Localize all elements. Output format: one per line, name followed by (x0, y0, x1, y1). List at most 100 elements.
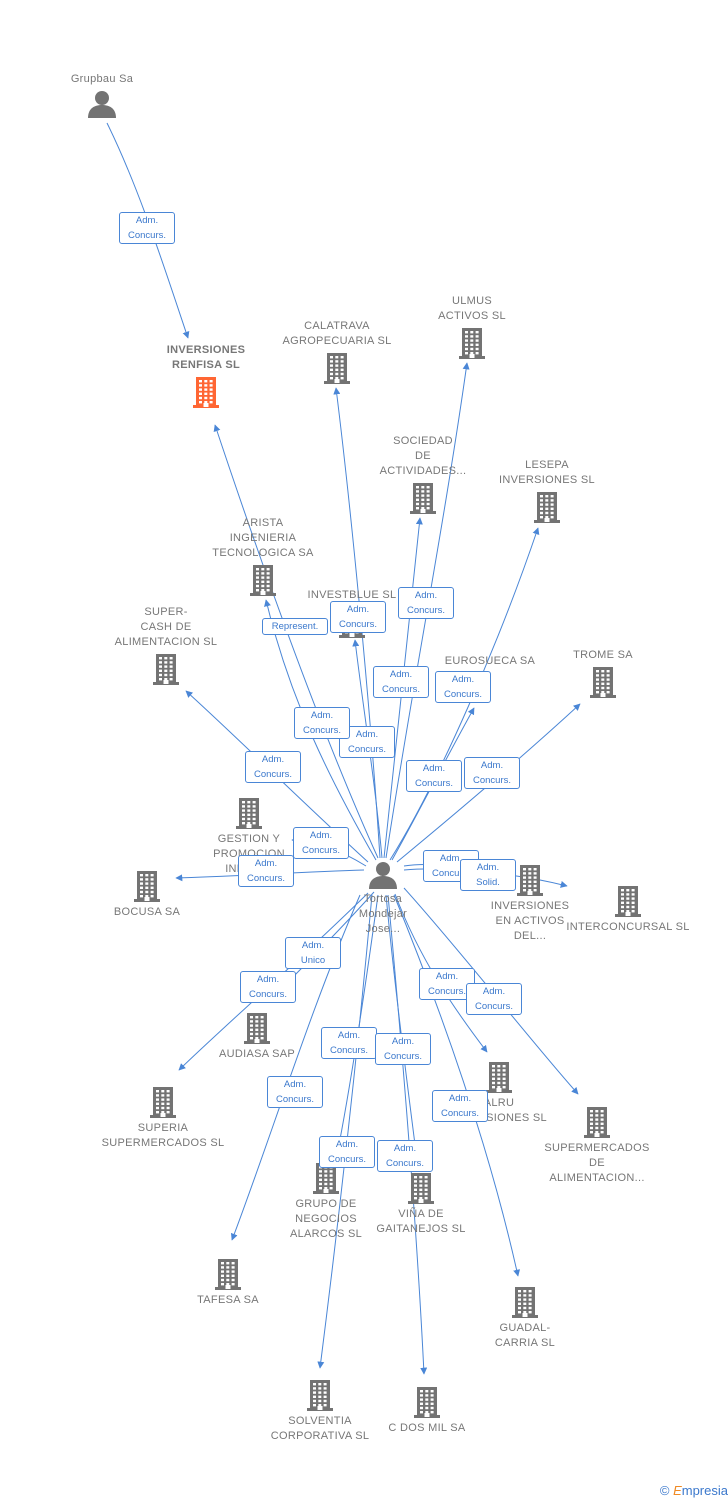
copyright-symbol: © (659, 1483, 670, 1498)
node-label: SUPERMERCADOS DE ALIMENTACION... (544, 1142, 650, 1184)
edge-label[interactable]: Adm. Concurs. (267, 1076, 323, 1108)
edge-label[interactable]: Adm. Unico (285, 937, 341, 969)
edge-label[interactable]: Adm. Concurs. (245, 751, 301, 783)
edge-label[interactable]: Adm. Concurs. (240, 971, 296, 1003)
company-node-eurosueca[interactable]: EUROSUECA SA (415, 654, 565, 705)
edge-label[interactable]: Adm. Concurs. (119, 212, 175, 244)
building-icon (517, 865, 543, 896)
building-icon (307, 1380, 333, 1411)
person-icon (369, 862, 397, 889)
company-node-audiasa[interactable]: AUDIASA SAP (182, 1011, 332, 1062)
building-icon (313, 1163, 339, 1194)
building-icon (153, 654, 179, 685)
building-icon (150, 1087, 176, 1118)
person-node-tortosa[interactable]: Tortosa Mondejar Jose... (308, 860, 458, 937)
node-label: EUROSUECA SA (444, 655, 536, 667)
node-label: ARISTA INGENIERIA TECNOLOGICA SA (212, 517, 314, 559)
edge-label[interactable]: Adm. Concurs. (466, 983, 522, 1015)
company-node-super[interactable]: SUPER- CASH DE ALIMENTACION SL (91, 605, 241, 686)
building-icon (590, 667, 616, 698)
company-node-lesepa[interactable]: LESEPA INVERSIONES SL (472, 458, 622, 524)
building-icon (512, 1287, 538, 1318)
edge-label[interactable]: Adm. Concurs. (464, 757, 520, 789)
building-icon (486, 1062, 512, 1093)
company-node-invactivos[interactable]: INVERSIONES EN ACTIVOS DEL... (455, 863, 605, 944)
node-label: INTERCONCURSAL SL (566, 921, 690, 933)
building-icon (324, 353, 350, 384)
edge-label[interactable]: Adm. Concurs. (435, 671, 491, 703)
company-node-tafesa[interactable]: TAFESA SA (153, 1257, 303, 1308)
company-node-sociedad[interactable]: SOCIEDAD DE ACTIVIDADES... (348, 434, 498, 515)
node-label: GUADAL- CARRIA SL (494, 1322, 556, 1349)
node-label: INVERSIONES EN ACTIVOS DEL... (490, 900, 570, 942)
building-icon (244, 1013, 270, 1044)
node-label: SUPERIA SUPERMERCADOS SL (101, 1122, 225, 1149)
person-icon (88, 91, 116, 118)
edge-label[interactable]: Adm. Concurs. (375, 1033, 431, 1065)
company-node-trome[interactable]: TROME SA (528, 648, 678, 699)
node-label: SOLVENTIA CORPORATIVA SL (270, 1415, 370, 1442)
node-label: BOCUSA SA (113, 906, 181, 918)
building-icon (215, 1259, 241, 1290)
edge-label[interactable]: Adm. Concurs. (373, 666, 429, 698)
company-node-supermercados[interactable]: SUPERMERCADOS DE ALIMENTACION... (522, 1105, 672, 1186)
edge-tortosa-lesepa (389, 527, 540, 861)
node-label: INVESTBLUE SL (307, 589, 397, 601)
building-icon (236, 798, 262, 829)
building-icon (134, 871, 160, 902)
person-node-grupbau[interactable]: Grupbau Sa (27, 72, 177, 119)
building-icon (534, 492, 560, 523)
node-label: TAFESA SA (197, 1294, 259, 1306)
edge-tortosa-guadal (393, 894, 521, 1277)
node-label: INVERSIONES RENFISA SL (166, 344, 246, 371)
edge-label[interactable]: Adm. Concurs. (432, 1090, 488, 1122)
company-node-ulmus[interactable]: ULMUS ACTIVOS SL (397, 294, 547, 360)
building-icon (459, 328, 485, 359)
node-label: TROME SA (573, 649, 633, 661)
edge-label[interactable]: Adm. Concurs. (319, 1136, 375, 1168)
node-label: CALATRAVA AGROPECUARIA SL (282, 320, 392, 347)
edge-label[interactable]: Adm. Concurs. (330, 601, 386, 633)
company-node-grupo[interactable]: GRUPO DE NEGOCIOS ALARCOS SL (251, 1161, 401, 1242)
edge-label[interactable]: Adm. Concurs. (293, 827, 349, 859)
node-label: C DOS MIL SA (388, 1422, 466, 1434)
node-label: Tortosa Mondejar Jose... (358, 893, 408, 935)
brand-footer[interactable]: © Empresia (660, 1483, 728, 1498)
company-node-vina[interactable]: VIÑA DE GAITANEJOS SL (346, 1171, 496, 1237)
node-label: SUPER- CASH DE ALIMENTACION SL (114, 606, 218, 648)
edge-label[interactable]: Adm. Concurs. (377, 1140, 433, 1172)
building-icon (414, 1387, 440, 1418)
edge-label[interactable]: Adm. Concurs. (294, 707, 350, 739)
building-icon (193, 377, 219, 408)
edge-tortosa-renfisa (213, 424, 379, 859)
node-label: ULMUS ACTIVOS SL (438, 295, 506, 322)
node-label: VIÑA DE GAITANEJOS SL (376, 1208, 466, 1235)
edge-label[interactable]: Adm. Concurs. (406, 760, 462, 792)
edge-label[interactable]: Represent. (262, 617, 328, 635)
edge-label[interactable]: Adm. Concurs. (398, 587, 454, 619)
company-node-solventia[interactable]: SOLVENTIA CORPORATIVA SL (245, 1378, 395, 1444)
brand-name: mpresia (681, 1483, 728, 1498)
company-node-superia[interactable]: SUPERIA SUPERMERCADOS SL (88, 1085, 238, 1151)
company-node-calatrava[interactable]: CALATRAVA AGROPECUARIA SL (262, 319, 412, 385)
company-node-cdosmil[interactable]: C DOS MIL SA (352, 1385, 502, 1436)
company-node-guadal[interactable]: GUADAL- CARRIA SL (450, 1285, 600, 1351)
company-node-interconcursal[interactable]: INTERCONCURSAL SL (553, 884, 703, 935)
building-icon (584, 1107, 610, 1138)
company-node-bocusa[interactable]: BOCUSA SA (72, 869, 222, 920)
edge-label[interactable]: Adm. Concurs. (321, 1027, 377, 1059)
company-node-renfisa[interactable]: INVERSIONES RENFISA SL (131, 343, 281, 409)
node-label: GRUPO DE NEGOCIOS ALARCOS SL (289, 1198, 363, 1240)
brand-initial: E (673, 1483, 682, 1498)
company-node-arista[interactable]: ARISTA INGENIERIA TECNOLOGICA SA (188, 516, 338, 597)
node-label: Grupbau Sa (70, 73, 134, 85)
edge-label[interactable]: Adm. Concurs. (238, 855, 294, 887)
node-label: SOCIEDAD DE ACTIVIDADES... (379, 435, 467, 477)
edge-label[interactable]: Adm. Solid. (460, 859, 516, 891)
building-icon (408, 1173, 434, 1204)
building-icon (250, 565, 276, 596)
building-icon (410, 483, 436, 514)
node-label: AUDIASA SAP (218, 1048, 296, 1060)
node-label: LESEPA INVERSIONES SL (499, 459, 595, 486)
